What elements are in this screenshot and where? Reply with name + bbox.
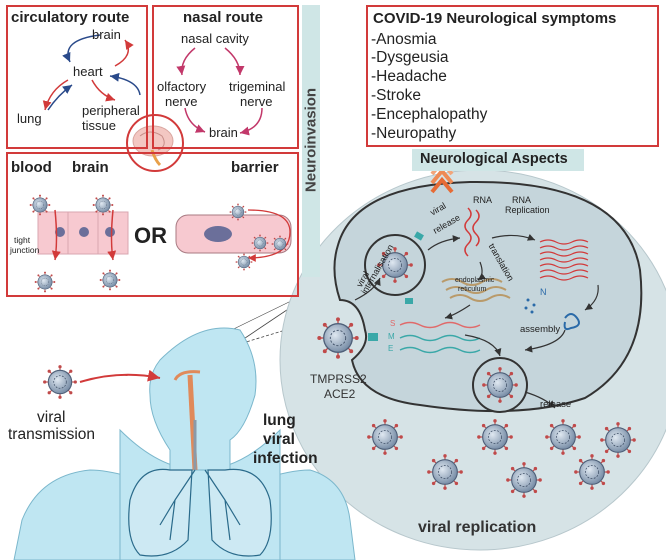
viral-transmission-label-1: viral bbox=[37, 409, 66, 426]
circulatory-peripheral: peripheral bbox=[82, 103, 140, 118]
lung-infection-label-3: infection bbox=[253, 450, 318, 467]
nasal-olfactory: olfactory bbox=[157, 79, 207, 94]
lung-infection-label-1: lung bbox=[263, 412, 296, 429]
tmprss2-label: TMPRSS2 bbox=[310, 372, 367, 386]
nasal-brain: brain bbox=[209, 125, 238, 140]
n-protein-label: N bbox=[540, 287, 547, 297]
er-label-2: reticulum bbox=[458, 286, 487, 293]
ace2-label: ACE2 bbox=[324, 387, 356, 401]
bbb-word-blood: blood bbox=[11, 159, 52, 176]
or-label: OR bbox=[134, 223, 167, 248]
lung-infection-label-2: viral bbox=[263, 431, 295, 448]
neurological-aspects-banner bbox=[412, 149, 584, 171]
bbb-box bbox=[6, 152, 299, 297]
symptoms-title: COVID-19 Neurological symptoms bbox=[373, 10, 617, 27]
nasal-title: nasal route bbox=[183, 9, 264, 26]
symptom-item: -Stroke bbox=[371, 87, 421, 104]
s-protein-label: S bbox=[390, 319, 396, 328]
assembly-label: assembly bbox=[520, 324, 561, 335]
viral-replication-label: viral replication bbox=[418, 519, 537, 536]
viral-transmission-label-2: transmission bbox=[8, 426, 95, 443]
rna-label: RNA bbox=[473, 195, 493, 205]
tight-junction-label-1: tight bbox=[14, 235, 31, 245]
symptom-item: -Dysgeusia bbox=[371, 49, 449, 66]
symptom-item: -Encephalopathy bbox=[371, 106, 488, 123]
nasal-route-box bbox=[152, 5, 299, 149]
neurological-aspects-label: Neurological Aspects bbox=[420, 151, 568, 167]
release-label: release bbox=[540, 399, 572, 410]
er-label-1: endoplasmic bbox=[455, 277, 495, 284]
symptoms-box bbox=[366, 5, 659, 147]
rna-replication-label-2: Replication bbox=[505, 205, 550, 215]
circulatory-title: circulatory route bbox=[11, 9, 130, 26]
bbb-word-brain: brain bbox=[72, 159, 109, 176]
symptom-item: -Neuropathy bbox=[371, 125, 457, 142]
e-protein-label: E bbox=[388, 344, 394, 353]
tight-junction-label-2: junction bbox=[10, 245, 40, 255]
circulatory-heart: heart bbox=[73, 64, 103, 79]
neuroinvasion-label: Neuroinvasion bbox=[302, 87, 320, 193]
nasal-cavity: nasal cavity bbox=[181, 31, 249, 46]
circulatory-lung: lung bbox=[17, 111, 42, 126]
m-protein-label: M bbox=[388, 332, 395, 341]
symptom-item: -Headache bbox=[371, 68, 447, 85]
circulatory-tissue: tissue bbox=[82, 118, 116, 133]
nasal-trigeminal-nerve: nerve bbox=[240, 94, 273, 109]
rna-replication-label-1: RNA bbox=[512, 195, 532, 205]
symptom-item: -Anosmia bbox=[371, 31, 437, 48]
bbb-word-barrier: barrier bbox=[231, 159, 279, 176]
nasal-trigeminal: trigeminal bbox=[229, 79, 286, 94]
circulatory-route-box bbox=[6, 5, 148, 149]
circulatory-brain: brain bbox=[92, 27, 121, 42]
nasal-olfactory-nerve: nerve bbox=[165, 94, 198, 109]
